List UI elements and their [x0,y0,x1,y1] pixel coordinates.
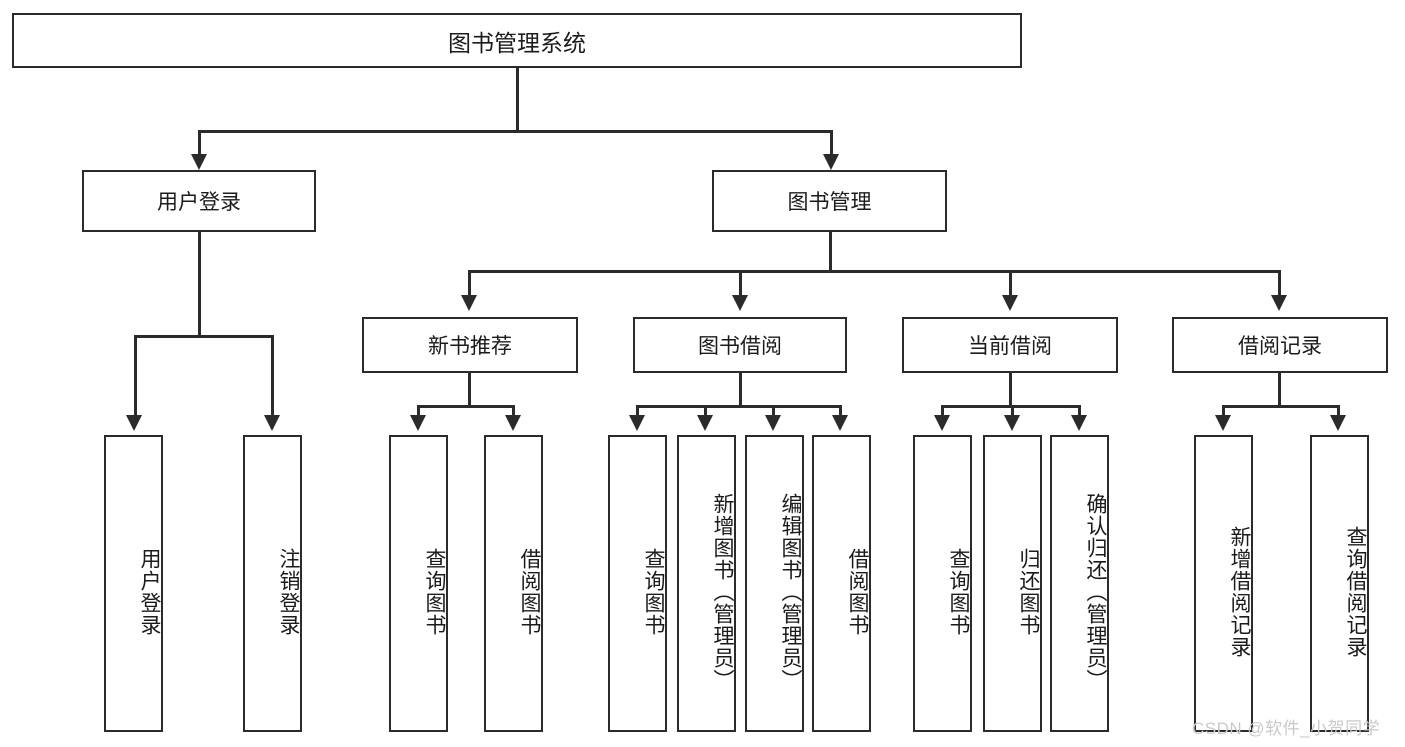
connector-book-borrow-4 [839,405,842,417]
leaf-borrow-add-book[interactable]: 新增图书（管理员） [677,435,736,732]
connector-book-borrow-1 [636,405,639,417]
csdn-watermark: CSDN @软件_小贺同学 [1192,719,1381,738]
connector-to-borrow-record [1278,270,1281,297]
connector-user-login-right [271,335,274,417]
arrowhead-leaf-cur-return [1004,415,1020,431]
node-current-borrow[interactable]: 当前借阅 [902,317,1118,373]
node-book-manage[interactable]: 图书管理 [712,170,947,232]
node-label: 新书推荐 [428,335,512,358]
arrowhead-leaf-rec-query2 [1330,415,1346,431]
arrowhead-current-borrow [1002,295,1018,311]
connector-current-borrow-bar [941,405,1080,408]
node-label: 确认归还（管理员） [1084,492,1107,691]
connector-borrow-record-bar [1222,405,1339,408]
arrowhead-new-book-rec [461,295,477,311]
leaf-borrow-query-book[interactable]: 查询图书 [608,435,667,732]
connector-root-to-user-login [198,130,201,156]
node-label: 图书管理 [787,191,872,214]
node-label: 借阅图书 [518,547,541,636]
node-label: 用户登录 [157,191,241,214]
connector-to-book-borrow [739,270,742,297]
node-label: 新增借阅记录 [1228,525,1251,658]
node-label: 借阅图书 [846,547,869,636]
connector-current-borrow-3 [1078,405,1081,417]
connector-root-to-book-manage [830,130,833,156]
leaf-borrow-do-borrow[interactable]: 借阅图书 [812,435,871,732]
arrowhead-leaf-rec-borrow [505,415,521,431]
connector-book-borrow-bar [636,405,841,408]
arrowhead-leaf-borrow-add [697,415,713,431]
arrowhead-to-user-login [191,154,207,170]
connector-user-login-bar [134,335,273,338]
node-label: 图书管理系统 [448,29,586,56]
connector-root-bar [198,130,833,133]
node-book-borrow[interactable]: 图书借阅 [633,317,847,373]
node-label: 新增图书（管理员） [711,492,734,691]
arrowhead-leaf-cur-confirm [1071,415,1087,431]
arrowhead-leaf-borrow-do [832,415,848,431]
connector-book-manage-bar [468,270,1280,273]
node-user-login[interactable]: 用户登录 [82,170,316,232]
connector-new-book-rec-stem [468,373,471,405]
arrowhead-leaf-cur-query [934,415,950,431]
node-label: 用户登录 [138,547,161,636]
node-borrow-record[interactable]: 借阅记录 [1172,317,1388,373]
connector-to-new-book-rec [468,270,471,297]
node-root-system[interactable]: 图书管理系统 [12,13,1022,68]
node-new-book-rec[interactable]: 新书推荐 [362,317,578,373]
connector-user-login-left [134,335,137,417]
leaf-record-query[interactable]: 查询借阅记录 [1310,435,1369,732]
connector-user-login-stem [198,232,201,335]
node-label: 查询图书 [642,547,665,636]
leaf-rec-borrow-book[interactable]: 借阅图书 [484,435,543,732]
connector-current-borrow-stem [1009,373,1012,405]
arrowhead-leaf-rec-add [1215,415,1231,431]
node-label: 查询图书 [423,547,446,636]
connector-borrow-record-r [1337,405,1340,417]
leaf-record-add[interactable]: 新增借阅记录 [1194,435,1253,732]
connector-book-borrow-3 [772,405,775,417]
connector-new-book-rec-l [417,405,420,417]
arrowhead-leaf-borrow-edit [765,415,781,431]
connector-book-borrow-2 [704,405,707,417]
node-label: 编辑图书（管理员） [779,492,802,691]
node-label: 图书借阅 [698,335,782,358]
leaf-rec-query-book[interactable]: 查询图书 [389,435,448,732]
arrowhead-borrow-record [1271,295,1287,311]
arrowhead-leaf-borrow-query [629,415,645,431]
connector-current-borrow-2 [1011,405,1014,417]
node-label: 查询图书 [947,547,970,636]
connector-root-stem [516,68,519,130]
connector-new-book-rec-bar [417,405,514,408]
connector-new-book-rec-r [512,405,515,417]
arrowhead-to-book-manage [823,154,839,170]
arrowhead-leaf-rec-query [410,415,426,431]
leaf-user-login[interactable]: 用户登录 [104,435,163,732]
node-label: 注销登录 [277,547,300,636]
leaf-current-confirm-return[interactable]: 确认归还（管理员） [1050,435,1109,732]
arrowhead-leaf-user-login [126,415,142,431]
leaf-borrow-edit-book[interactable]: 编辑图书（管理员） [745,435,804,732]
connector-book-manage-stem [829,232,832,270]
leaf-current-query-book[interactable]: 查询图书 [913,435,972,732]
node-label: 归还图书 [1017,547,1040,636]
connector-borrow-record-stem [1278,373,1281,405]
node-label: 当前借阅 [968,335,1052,358]
leaf-current-return-book[interactable]: 归还图书 [983,435,1042,732]
connector-book-borrow-stem [739,373,742,405]
connector-to-current-borrow [1009,270,1012,297]
arrowhead-book-borrow [732,295,748,311]
node-label: 查询借阅记录 [1344,525,1367,658]
leaf-user-logout[interactable]: 注销登录 [243,435,302,732]
connector-current-borrow-1 [941,405,944,417]
connector-borrow-record-l [1222,405,1225,417]
arrowhead-leaf-user-logout [264,415,280,431]
node-label: 借阅记录 [1238,335,1322,358]
